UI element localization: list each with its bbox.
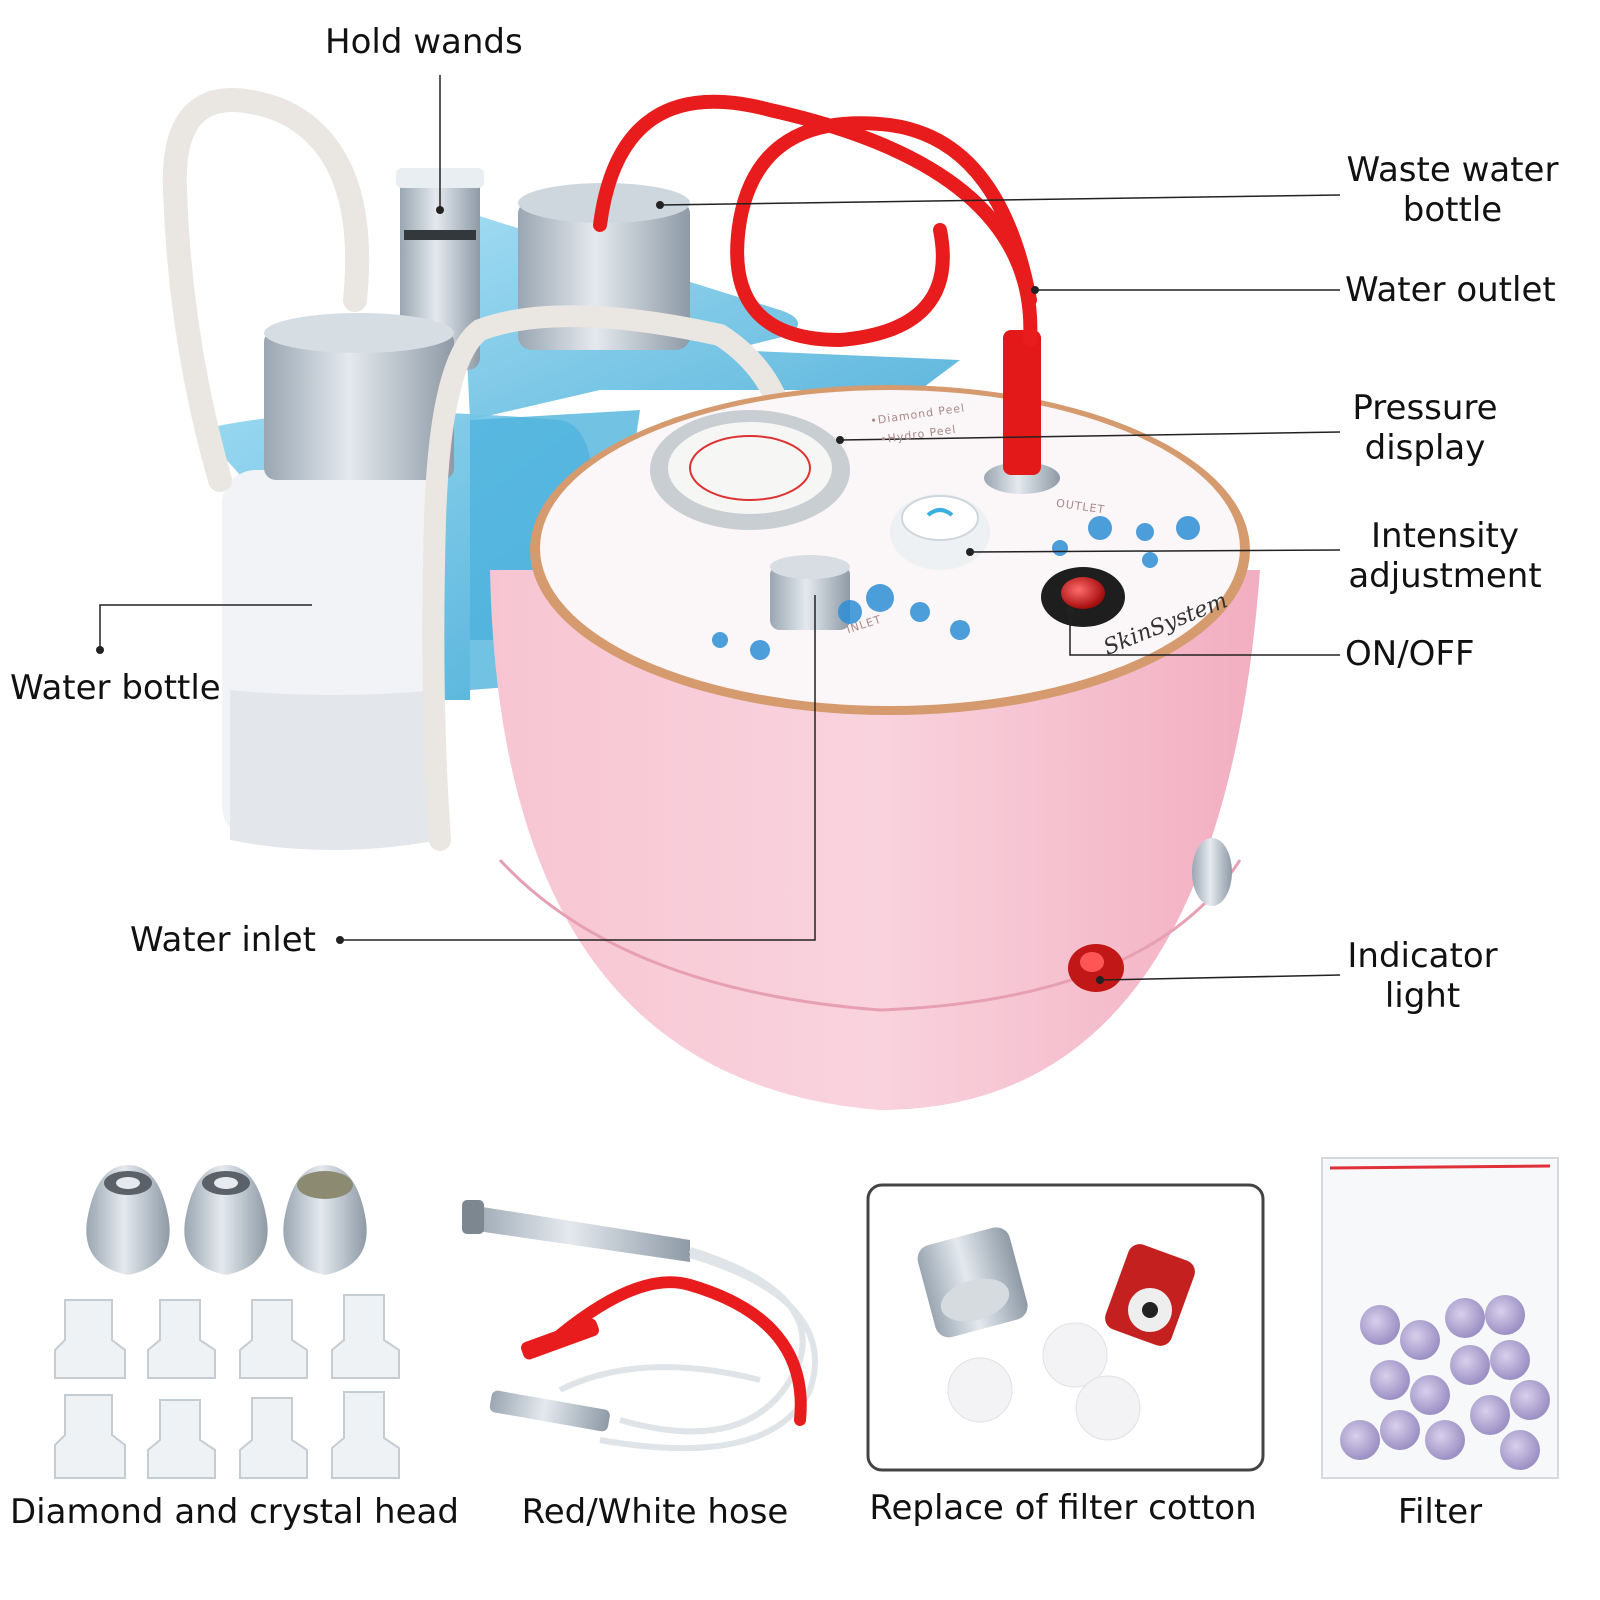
power-switch[interactable] — [1041, 567, 1125, 627]
indicator-light — [1068, 944, 1124, 992]
filter-cotton-panel — [866, 1183, 1265, 1472]
pressure-gauge — [650, 410, 850, 530]
hold-wands-label: Hold wands — [325, 22, 523, 62]
water-inlet-connector — [770, 555, 850, 630]
indicator-light-label: Indicator light — [1347, 936, 1498, 1016]
water-bottle-label: Water bottle — [10, 668, 221, 708]
side-button — [1192, 838, 1232, 906]
filter-caption: Filter — [1397, 1492, 1483, 1532]
diamond-crystal-head-caption: Diamond and crystal head — [10, 1492, 459, 1532]
crystal-heads — [54, 1294, 400, 1479]
water-outlet-connector — [984, 330, 1060, 494]
machine-body — [490, 385, 1260, 1110]
water-outlet-label: Water outlet — [1345, 270, 1556, 310]
floral-decoration — [712, 516, 1200, 660]
pressure-display-label: Pressure display — [1352, 388, 1498, 468]
hose-set — [462, 1200, 818, 1452]
water-bottle — [222, 313, 454, 850]
callout-lines — [99, 75, 1341, 981]
diamond-heads — [86, 1165, 367, 1275]
filter-bag — [1321, 1157, 1559, 1479]
water-inlet-label: Water inlet — [130, 920, 317, 960]
waste-water-bottle-label: Waste water bottle — [1346, 150, 1559, 230]
on-off-label: ON/OFF — [1345, 634, 1475, 674]
intensity-knob[interactable] — [890, 494, 990, 570]
intensity-adjustment-label: Intensity adjustment — [1348, 516, 1542, 596]
hose-caption: Red/White hose — [521, 1492, 789, 1532]
filter-cotton-caption: Replace of filter cotton — [869, 1488, 1257, 1528]
